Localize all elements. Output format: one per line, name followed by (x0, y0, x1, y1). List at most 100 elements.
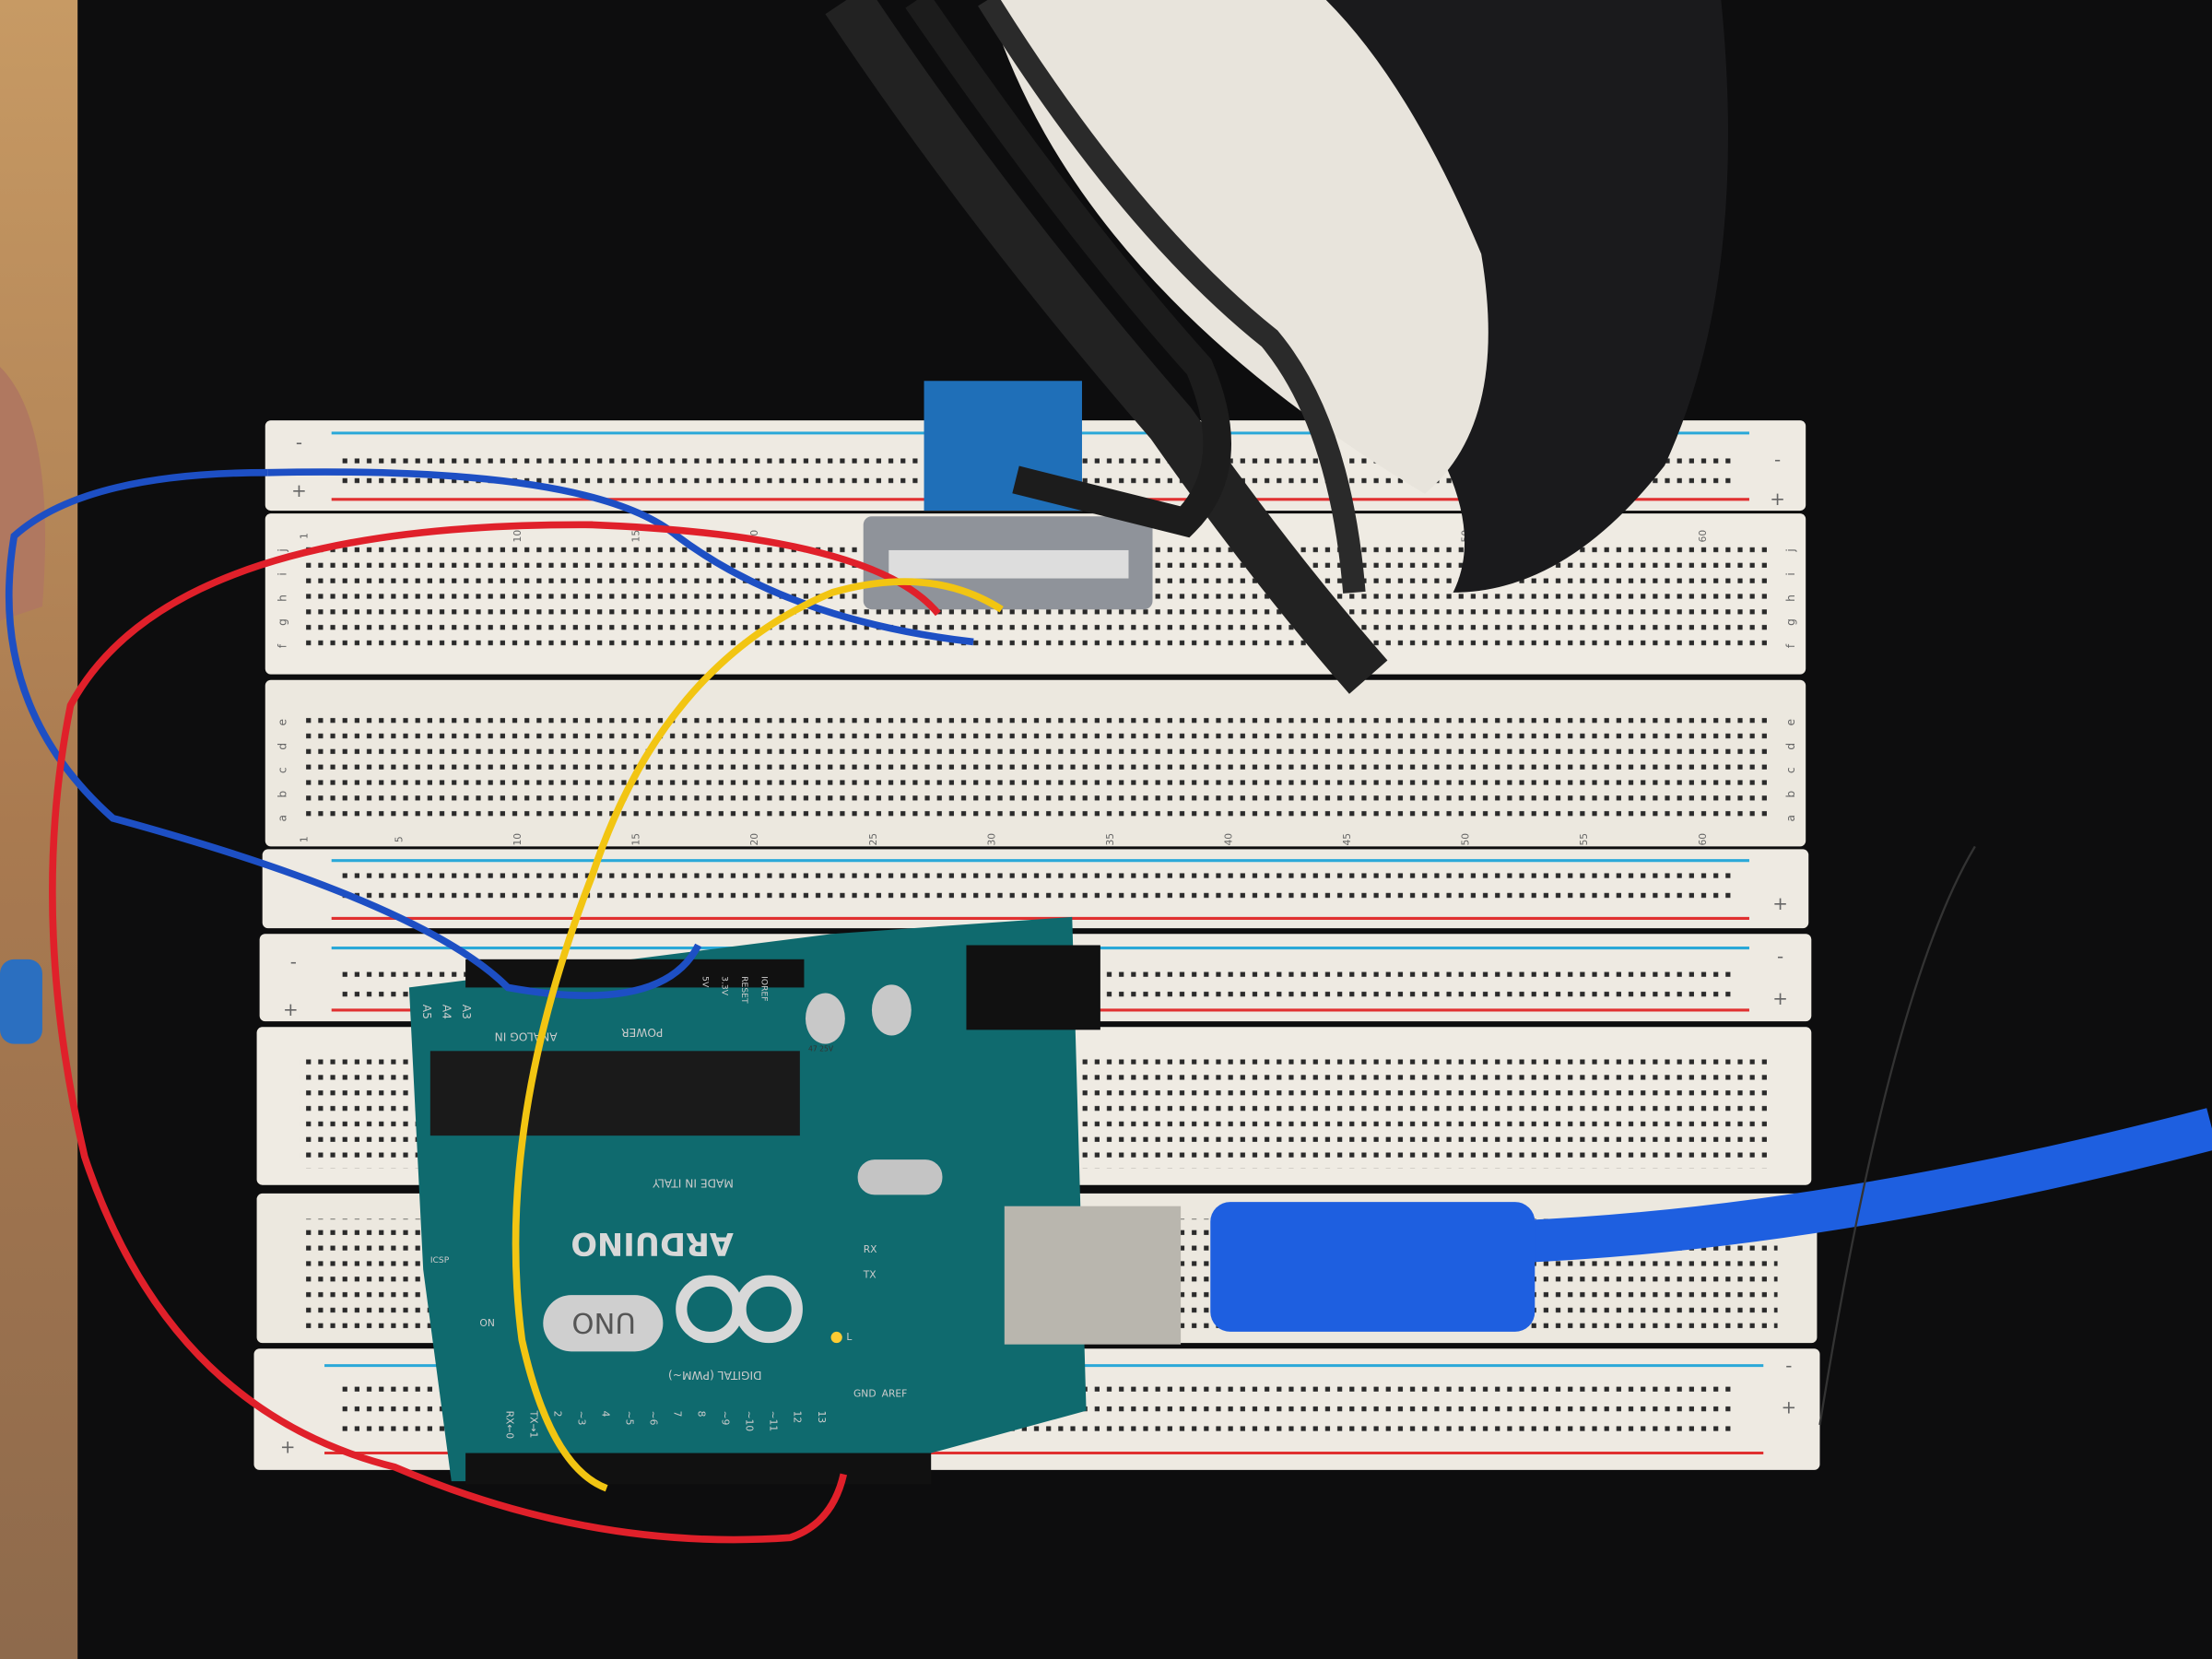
digital-pin-label: 13 (816, 1411, 828, 1424)
rail-plus-sign: + (1772, 893, 1788, 914)
column-number: 30 (985, 833, 997, 846)
column-number: 40 (1223, 833, 1235, 846)
column-number: 5 (394, 836, 406, 842)
capacitor-label: 47 25V (808, 1044, 834, 1053)
column-number: 35 (1104, 833, 1116, 846)
power-analog-header[interactable] (465, 959, 805, 988)
rail-plus-sign: + (1772, 988, 1788, 1009)
row-letter: c (276, 767, 289, 773)
aref-label: AREF (882, 1387, 908, 1399)
rail-plus-sign: + (1781, 1397, 1796, 1418)
column-number: 10 (512, 530, 524, 543)
power-pin-label: IOREF (759, 976, 770, 1001)
digital-pin-label: ~10 (744, 1411, 756, 1432)
column-number: 50 (1460, 833, 1472, 846)
digital-pin-label: ~3 (576, 1411, 588, 1426)
column-number: 60 (1697, 530, 1709, 543)
rail-minus-sign: - (1774, 449, 1781, 470)
column-number: 15 (630, 530, 642, 543)
row-letter: a (276, 815, 289, 821)
digital-pin-label: 2 (552, 1411, 564, 1418)
row-letter: h (1784, 594, 1797, 602)
rail-plus-sign: + (1770, 488, 1785, 510)
column-number: 15 (630, 833, 642, 846)
yellow-jumper-wire[interactable] (512, 578, 1004, 1492)
power-pin-label: 5V (700, 976, 710, 988)
analog-pin-label: A4 (441, 1005, 453, 1019)
column-number: 45 (1341, 833, 1353, 846)
column-number: 10 (512, 833, 524, 846)
model-label: UNO (571, 1306, 635, 1338)
power-pin-label: RESET (739, 976, 749, 1004)
row-letter: f (276, 643, 289, 648)
led-l-icon (830, 1331, 842, 1344)
digital-pin-label: ~6 (648, 1411, 660, 1426)
column-number: 25 (867, 833, 879, 846)
digital-pin-label: ~11 (768, 1411, 780, 1432)
column-number: 60 (1697, 833, 1709, 846)
analog-pin-label: A3 (460, 1005, 473, 1019)
row-letter: e (276, 719, 289, 726)
analog-pin-label: A5 (420, 1005, 433, 1019)
thin-black-wire (1818, 845, 1976, 1426)
blue-jumper-wire[interactable] (6, 468, 702, 999)
column-number: 1 (299, 533, 311, 539)
brand-label: ARDUINO (571, 1226, 734, 1262)
dc-jack (966, 945, 1100, 1030)
white-label (987, 0, 1488, 494)
usb-cable[interactable] (1210, 1108, 2212, 1332)
rail-minus-sign: - (1785, 1355, 1792, 1376)
black-device-cable (825, 0, 1728, 694)
wood-floor (0, 0, 78, 1659)
rail-minus-sign: - (1777, 946, 1783, 967)
power-pin-label: 3.3V (720, 976, 730, 996)
l-label: L (846, 1331, 852, 1343)
digital-pin-label: ~9 (720, 1411, 732, 1426)
blue-object (0, 959, 42, 1044)
row-letter: h (276, 594, 289, 602)
uno-logo (543, 1295, 664, 1352)
column-number: 20 (748, 833, 760, 846)
row-letter: g (1784, 618, 1797, 626)
rail-minus-sign: - (296, 432, 302, 453)
row-letter: b (276, 791, 289, 798)
gnd-label: GND (853, 1387, 877, 1399)
digital-pin-label: RX←0 (503, 1411, 515, 1440)
column-number: 1 (299, 836, 311, 842)
digital-pin-label: 8 (696, 1411, 708, 1418)
row-letter: a (1784, 815, 1797, 822)
row-letter: b (1784, 791, 1797, 798)
digital-header[interactable] (465, 1453, 932, 1485)
usb-port (1004, 1206, 1182, 1345)
row-letter: j (1784, 548, 1797, 552)
rail-minus-sign: - (290, 951, 297, 972)
digital-pin-label: 12 (792, 1411, 804, 1424)
arduino-uno-board[interactable]: ARDUINO UNO MADE IN ITALY DIGITAL (PWM~)… (408, 916, 1182, 1485)
row-letter: j (276, 548, 289, 552)
row-letter: i (276, 572, 289, 575)
row-letter: c (1784, 767, 1797, 773)
rx-label: RX (864, 1243, 877, 1255)
column-number: 55 (1578, 833, 1590, 846)
digital-pin-label: ~5 (624, 1411, 636, 1426)
analog-label: ANALOG IN (495, 1030, 558, 1042)
digital-pin-label: 4 (600, 1411, 612, 1418)
on-label: ON (479, 1317, 494, 1329)
row-letter: i (1784, 572, 1797, 575)
tx-label: TX (863, 1269, 877, 1281)
capacitor (805, 993, 845, 1044)
digital-pin-label: 7 (672, 1411, 684, 1418)
digital-pin-label: TX→1 (528, 1410, 540, 1439)
crystal (857, 1159, 943, 1195)
capacitor (871, 984, 912, 1036)
digital-label: DIGITAL (PWM~) (668, 1369, 762, 1382)
atmega-chip (429, 1051, 800, 1136)
red-jumper-wire[interactable] (49, 521, 941, 1544)
rail-plus-sign: + (291, 480, 307, 501)
rail-plus-sign: + (280, 1437, 296, 1458)
row-letter: d (1784, 743, 1797, 750)
icsp-label: ICSP (430, 1255, 450, 1265)
row-letter: d (276, 743, 289, 750)
row-letter: g (276, 618, 289, 626)
